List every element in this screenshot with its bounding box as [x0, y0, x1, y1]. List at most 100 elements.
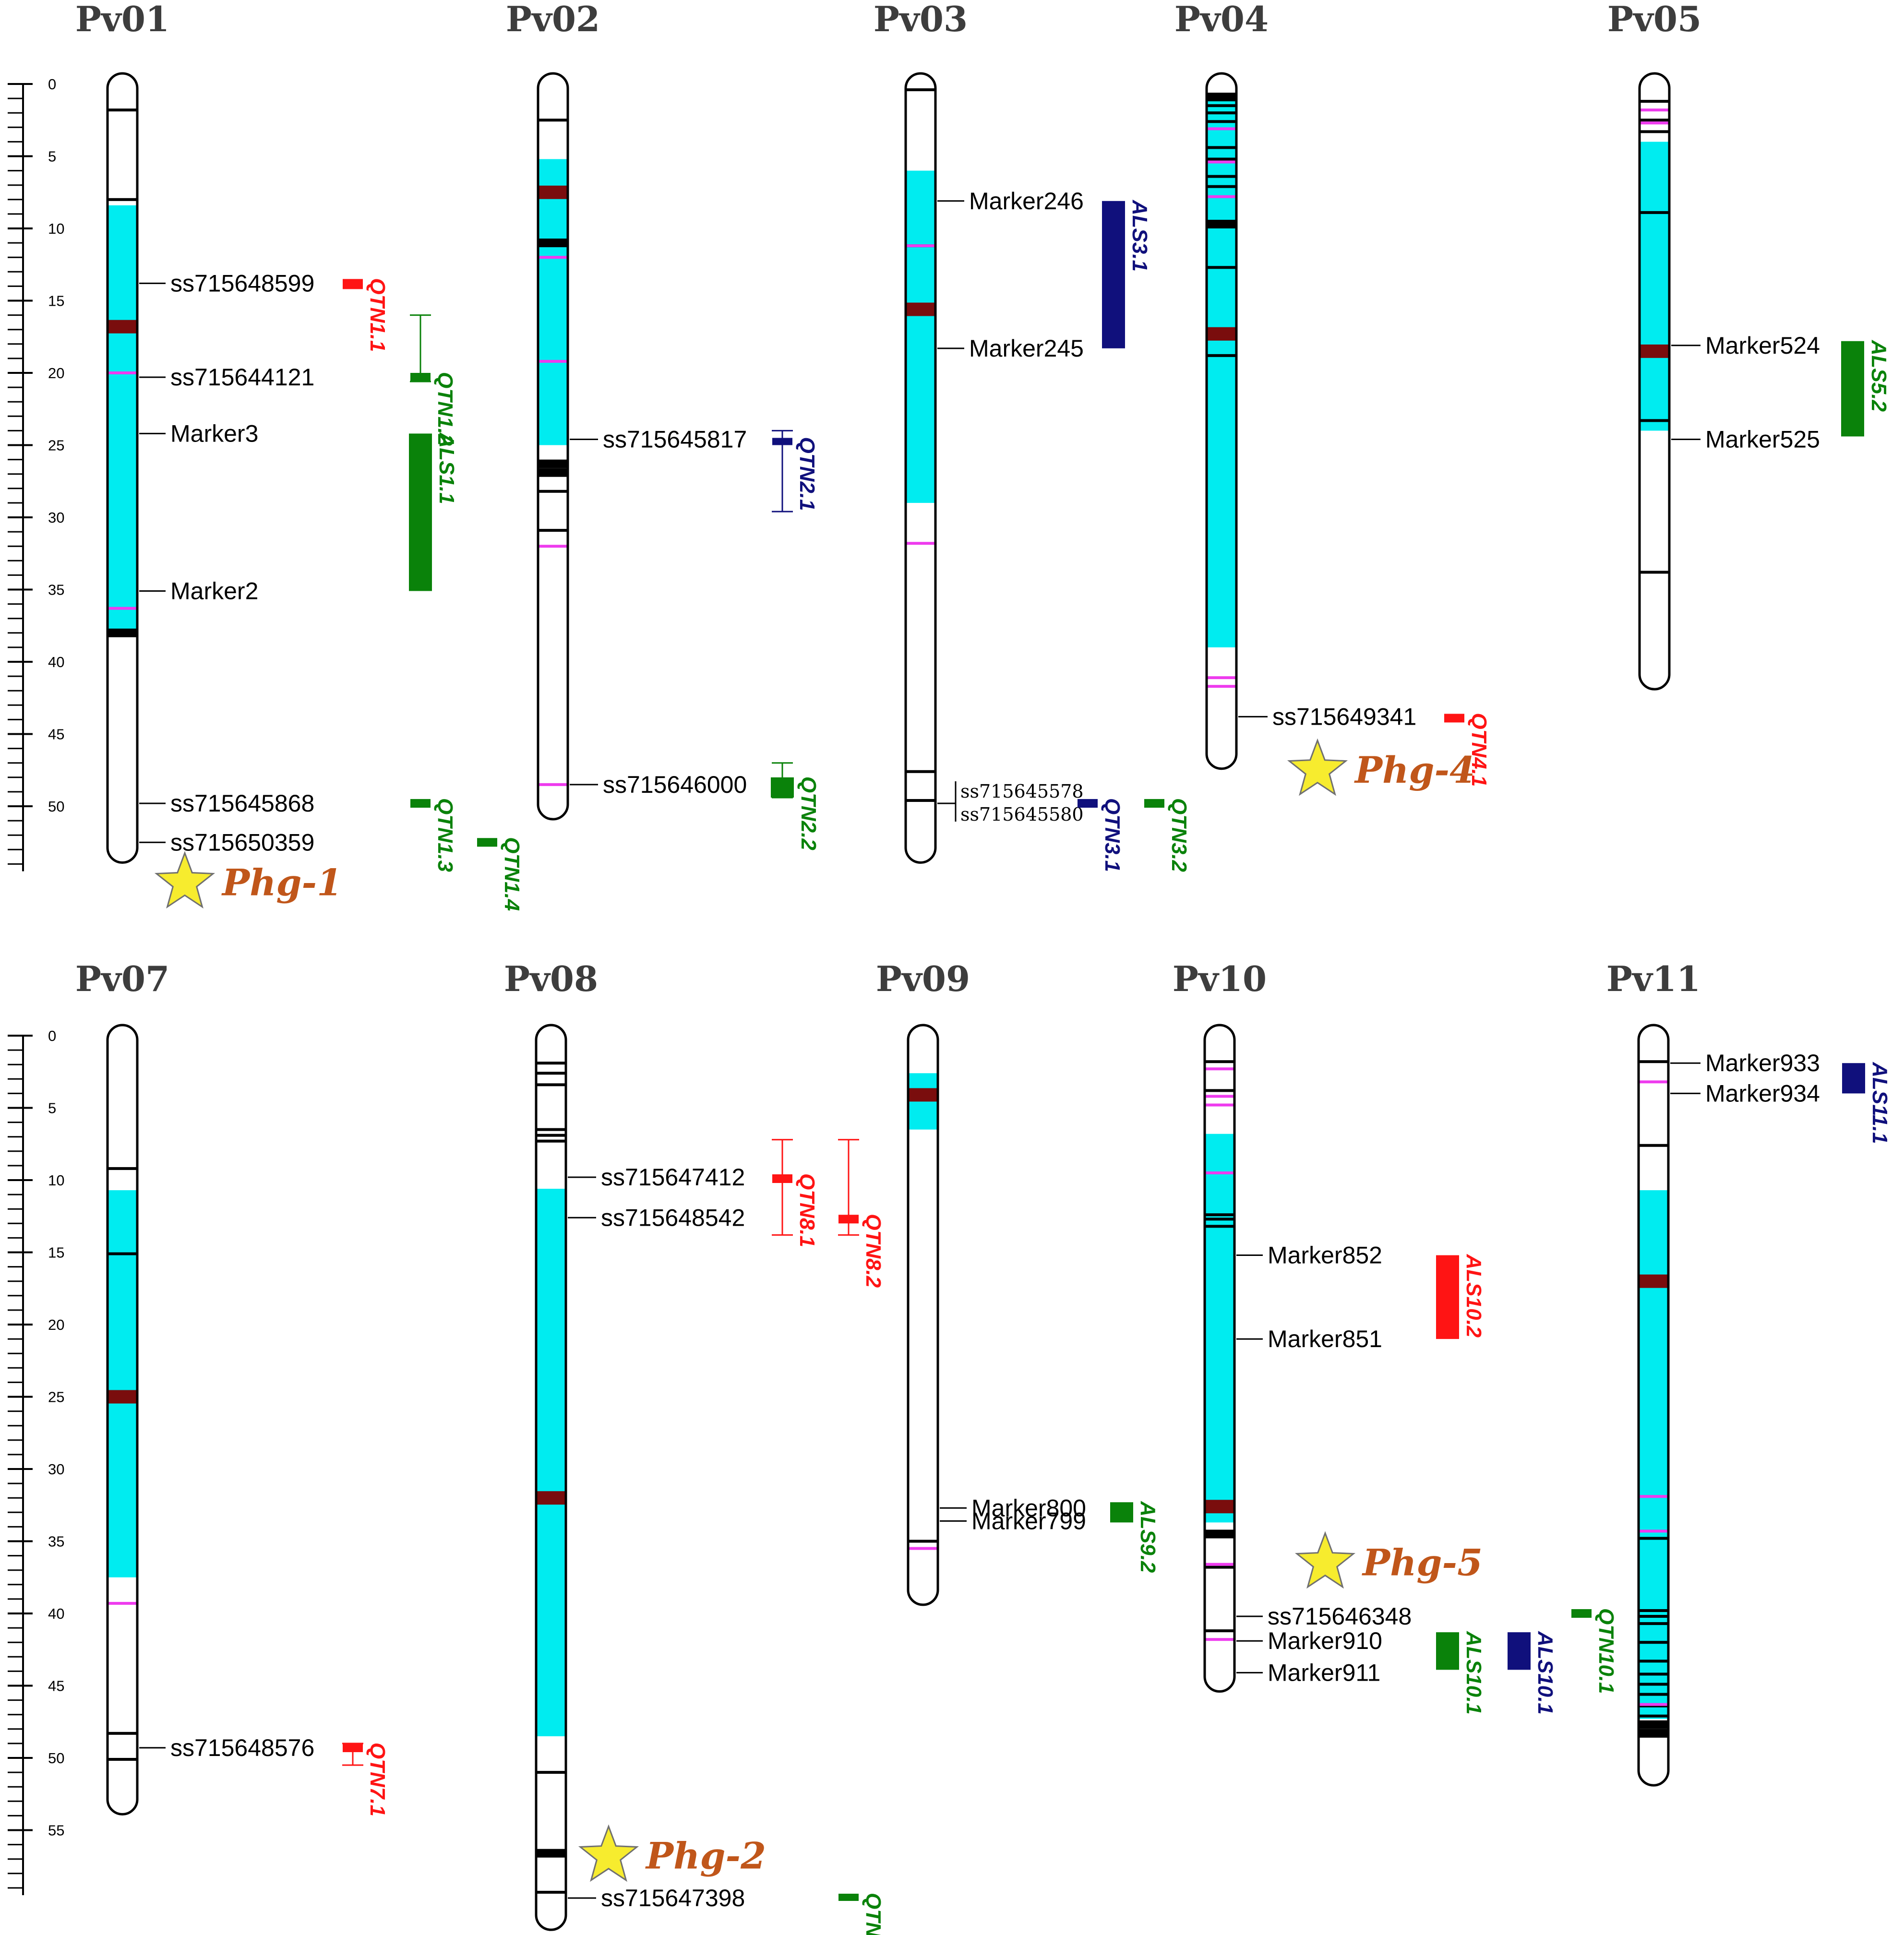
axis-tick-label: 30 [48, 1461, 64, 1478]
marker-band-thick [1207, 219, 1236, 228]
qtl-box [1436, 1632, 1459, 1670]
gene-label: Phg-2 [645, 1835, 766, 1877]
qtl-label: QTN8.2 [862, 1214, 885, 1288]
marker-band [1205, 1213, 1234, 1217]
star-icon [1294, 1531, 1356, 1589]
marker-label: ss715645817 [603, 426, 747, 453]
qtl-als3-1: ALS3.1 [1102, 200, 1151, 348]
axis-tick-label: 20 [48, 365, 64, 382]
marker-band [536, 1083, 566, 1087]
marker-band [1207, 266, 1236, 269]
qtl-qtn8-3: QTN8.3 [838, 1893, 885, 1935]
marker-band-thick [1207, 93, 1236, 102]
marker-band [1207, 175, 1236, 178]
marker-label: Marker3 [170, 420, 258, 447]
qtl-box [772, 1174, 792, 1183]
star-icon [578, 1824, 639, 1882]
marker-band [1639, 1704, 1668, 1708]
qtl-box [410, 373, 431, 382]
qtl-qtn7-1: QTN7.1 [342, 1743, 389, 1816]
qtl-box [409, 433, 432, 591]
chromosome-pv10: Pv10Marker852Marker851ss715646348Marker9… [1173, 958, 1618, 1715]
marker-label: Marker246 [969, 188, 1084, 215]
marker-band [1639, 1693, 1668, 1696]
marker-band [1640, 119, 1669, 122]
chromosome-outline [535, 1024, 567, 1931]
axis-tick-label: 15 [48, 293, 64, 310]
maroon-band [108, 320, 137, 334]
marker-band [1207, 354, 1236, 357]
marker-band [1639, 1622, 1668, 1625]
axis-tick-label: 45 [48, 726, 64, 743]
qtl-box [771, 777, 794, 798]
marker-band-thick [1639, 1729, 1668, 1738]
marker-band [1207, 185, 1236, 188]
chromosome-body [908, 1025, 938, 1605]
marker-label: ss715645868 [170, 790, 314, 817]
marker-band [906, 799, 935, 802]
magenta-band [1639, 1529, 1668, 1533]
axis-tick-label: 50 [48, 1750, 64, 1767]
qtl-label: QTN10.1 [1594, 1608, 1618, 1694]
qtl-label: QTN8.1 [795, 1173, 819, 1247]
marker-band-thick [1639, 1720, 1668, 1729]
qtl-als11-1: ALS11.1 [1842, 1062, 1892, 1144]
marker-band [1640, 419, 1669, 422]
qtl-label: QTN8.3 [862, 1893, 885, 1935]
qtl-qtn1-1: QTN1.1 [343, 278, 389, 352]
qtl-label: QTN3.1 [1101, 798, 1124, 872]
qtl-box [1436, 1255, 1459, 1339]
qtl-als10-1: ALS10.1 [1436, 1631, 1485, 1715]
resistance-gene: Phg-1 [154, 851, 342, 909]
chromosome-title: Pv07 [75, 958, 169, 999]
axis-tick-label: 40 [48, 654, 64, 670]
qtl-label: QTN7.1 [366, 1743, 389, 1816]
magenta-band [1205, 1095, 1234, 1098]
marker-band [1205, 1089, 1234, 1092]
map-row-1: 05101520253035404550Pv01ss715648599ss715… [8, 0, 1891, 911]
marker-band [1639, 1714, 1668, 1718]
marker-label: ss715648599 [170, 270, 314, 297]
axis-tick-label: 25 [48, 1389, 64, 1406]
marker-label: ss715650359 [170, 829, 314, 856]
marker-label: ss715647398 [601, 1885, 745, 1911]
marker-band [1205, 1565, 1234, 1569]
marker-band-thick [1205, 1529, 1234, 1539]
qtl-label: QTN1.2 [433, 372, 457, 446]
qtl-box [1144, 799, 1164, 808]
maroon-band [908, 1088, 938, 1102]
axis-tick-label: 10 [48, 1172, 64, 1189]
marker-label: ss715646348 [1268, 1603, 1412, 1630]
qtl-box [1508, 1632, 1531, 1670]
qtl-qtn1-4: QTN1.4 [477, 837, 524, 911]
chromosome-title: Pv03 [874, 0, 968, 39]
marker-label: Marker525 [1705, 426, 1820, 453]
qtl-label: ALS1.1 [435, 432, 458, 504]
qtl-label: QTN2.1 [795, 437, 819, 511]
marker-band [1640, 571, 1669, 574]
magenta-band [906, 244, 935, 248]
axis-tick-label: 20 [48, 1316, 64, 1333]
qtl-box [343, 279, 363, 289]
qtl-qtn2-2: QTN2.2 [771, 762, 820, 850]
marker-band [1639, 1609, 1668, 1612]
marker-label: Marker933 [1705, 1050, 1820, 1076]
marker-label: ss715648576 [170, 1734, 314, 1761]
magenta-band [1205, 1171, 1234, 1174]
axis-tick-label: 35 [48, 582, 64, 598]
marker-band-thick [538, 459, 568, 468]
marker-band [536, 1134, 566, 1137]
star-icon [154, 851, 216, 909]
qtl-label: ALS11.1 [1868, 1062, 1892, 1144]
cyan-region [1207, 98, 1236, 647]
marker-label: Marker524 [1705, 332, 1820, 359]
chromosome-pv01: Pv01ss715648599ss715644121Marker3Marker2… [75, 0, 524, 911]
chromosome-title: Pv09 [876, 958, 970, 999]
marker-band [536, 1890, 566, 1894]
axis-tick-label: 25 [48, 437, 64, 454]
marker-band [538, 119, 568, 122]
